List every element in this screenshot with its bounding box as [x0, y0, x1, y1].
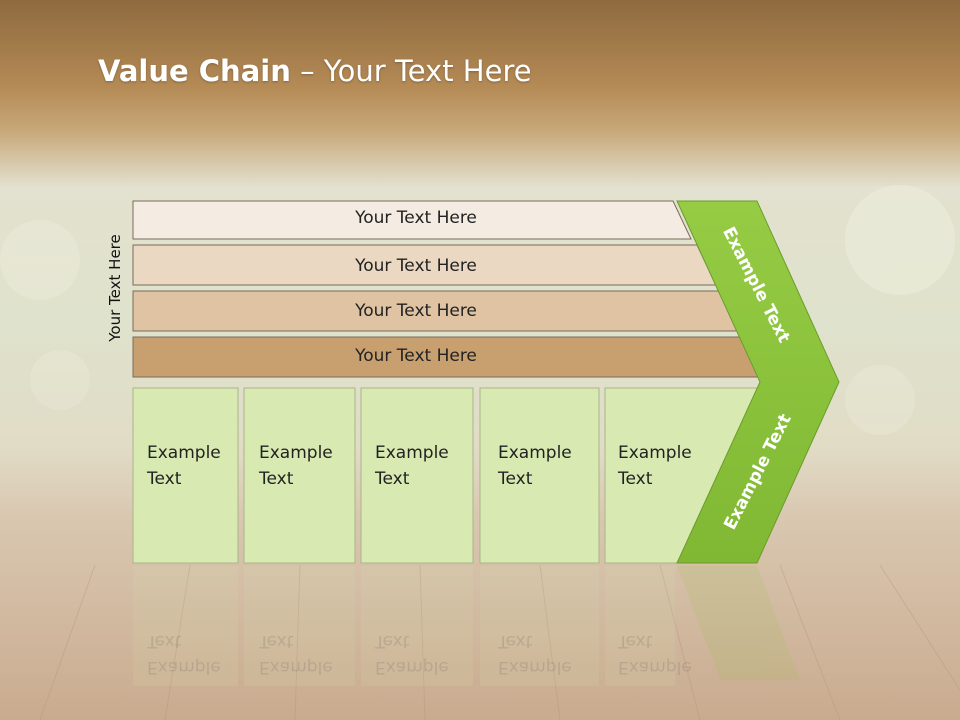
- reflection-label-2-line1: Example: [259, 657, 333, 677]
- column-label-2: Example Text: [259, 440, 333, 492]
- reflection-label-4: Example Text: [498, 628, 572, 680]
- wood-floor: [0, 564, 960, 720]
- reflection-label-3: Example Text: [375, 628, 449, 680]
- column-label-5-line2: Text: [618, 469, 653, 489]
- reflection-label-5-line1: Example: [618, 657, 692, 677]
- reflection-label-5-line2: Text: [618, 631, 653, 651]
- row-label-1: Your Text Here: [355, 208, 477, 228]
- chevron-arrow: [676, 200, 840, 564]
- reflection-label-3-line1: Example: [375, 657, 449, 677]
- row-bar-1: [132, 200, 692, 240]
- reflection-label-4-line2: Text: [498, 631, 533, 651]
- reflection-label-3-line2: Text: [375, 631, 410, 651]
- side-label: Your Text Here: [106, 234, 124, 342]
- column-label-1-line1: Example: [147, 443, 221, 463]
- reflection-label-1: Example Text: [147, 628, 221, 680]
- column-box-2: [243, 387, 356, 564]
- reflection: [133, 566, 800, 686]
- column-label-1: Example Text: [147, 440, 221, 492]
- column-box-1: [132, 387, 239, 564]
- column-label-2-line2: Text: [259, 469, 294, 489]
- column-label-4-line1: Example: [498, 443, 572, 463]
- reflection-label-1-line1: Example: [147, 657, 221, 677]
- column-boxes: [132, 387, 762, 564]
- row-label-3: Your Text Here: [355, 301, 477, 321]
- column-label-5: Example Text: [618, 440, 692, 492]
- reflection-label-1-line2: Text: [147, 631, 182, 651]
- row-label-2: Your Text Here: [355, 256, 477, 276]
- reflection-label-5: Example Text: [618, 628, 692, 680]
- reflection-label-2-line2: Text: [259, 631, 294, 651]
- row-label-4: Your Text Here: [355, 346, 477, 366]
- page-title: Value Chain – Your Text Here: [98, 54, 532, 88]
- column-label-3-line2: Text: [375, 469, 410, 489]
- column-label-4: Example Text: [498, 440, 572, 492]
- reflection-label-2: Example Text: [259, 628, 333, 680]
- column-label-3: Example Text: [375, 440, 449, 492]
- column-box-4: [479, 387, 600, 564]
- column-box-3: [360, 387, 474, 564]
- title-rest: – Your Text Here: [290, 54, 532, 88]
- column-label-3-line1: Example: [375, 443, 449, 463]
- title-bold: Value Chain: [98, 54, 291, 88]
- reflection-label-4-line1: Example: [498, 657, 572, 677]
- column-label-2-line1: Example: [259, 443, 333, 463]
- column-label-4-line2: Text: [498, 469, 533, 489]
- row-bars: [132, 200, 764, 378]
- column-label-1-line2: Text: [147, 469, 182, 489]
- column-label-5-line1: Example: [618, 443, 692, 463]
